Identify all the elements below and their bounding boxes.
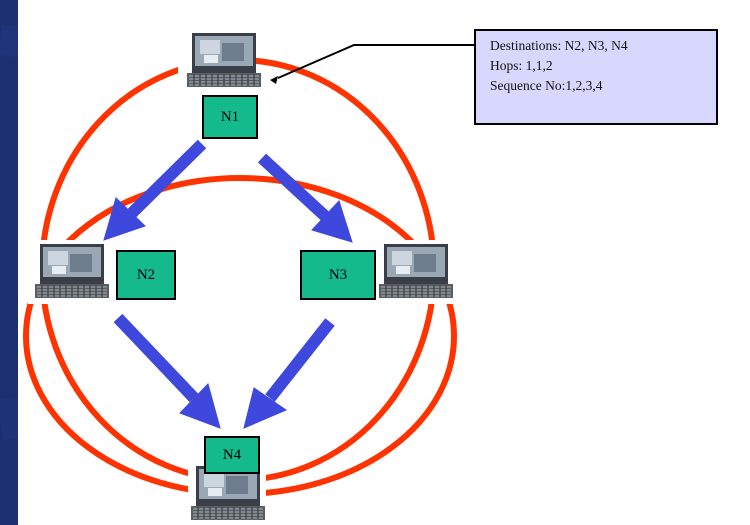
node-n3-label: N3: [328, 266, 348, 283]
computer-icon: [378, 243, 454, 299]
computer-icon: [190, 465, 266, 521]
callout-hops: Hops: 1,1,2: [490, 58, 553, 73]
node-n2: N2: [116, 250, 176, 300]
arrow-n3-to-n4: [243, 318, 335, 429]
callout-sequence: Sequence No:1,2,3,4: [490, 78, 603, 93]
callout-destinations: Destinations: N2, N3, N4: [490, 38, 628, 53]
computer-icon: [186, 32, 262, 88]
computer-icon: [34, 243, 110, 299]
routing-table-callout: Destinations: N2, N3, N4 Hops: 1,1,2 Seq…: [474, 29, 718, 125]
node-n3: N3: [300, 250, 376, 300]
arrow-n1-to-n3: [257, 153, 353, 243]
node-n4: N4: [204, 436, 260, 474]
callout-leader-line: [277, 44, 474, 79]
route-arrows: [103, 139, 353, 429]
node-n1-label: N1: [220, 108, 240, 125]
arrow-n1-to-n2: [103, 139, 207, 241]
node-n1: N1: [202, 95, 258, 139]
arrow-n2-to-n4: [113, 313, 221, 429]
node-n2-label: N2: [136, 266, 156, 283]
node-n4-label: N4: [222, 446, 242, 463]
